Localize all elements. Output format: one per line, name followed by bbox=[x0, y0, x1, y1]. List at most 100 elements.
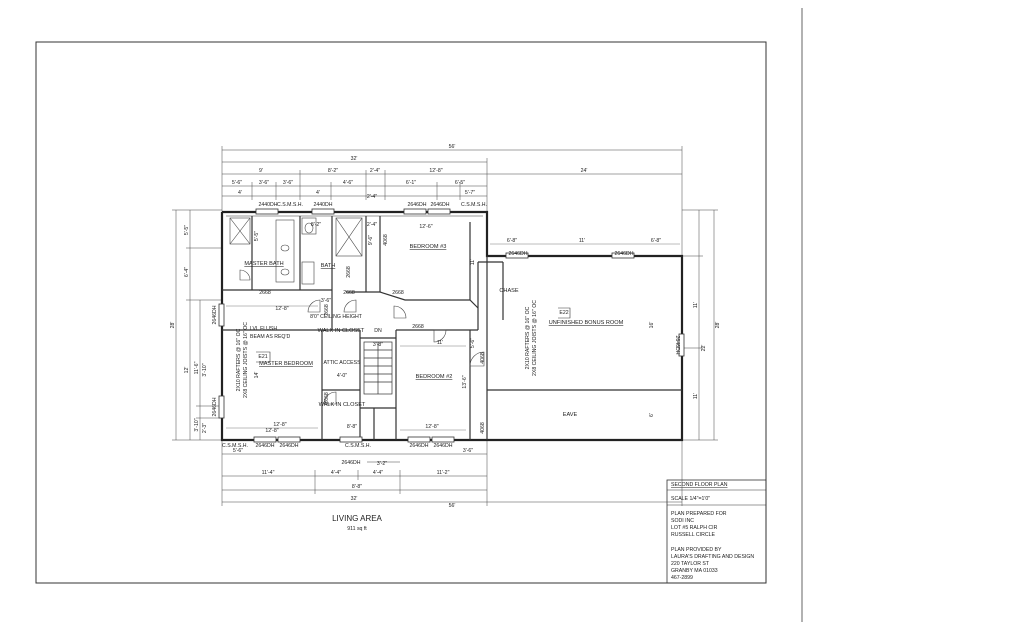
window-label: 2646DH bbox=[212, 305, 218, 324]
bath-fixtures bbox=[229, 217, 363, 285]
door-label: 4068 bbox=[383, 234, 389, 246]
dim-interior-b: 8'-2" bbox=[311, 222, 321, 228]
room-master-bath: MASTER BATH bbox=[244, 261, 283, 267]
dim-right-d: 11' bbox=[693, 393, 699, 399]
door-label: 4068 bbox=[480, 422, 486, 434]
dim-left-e: 11'-6" bbox=[194, 361, 200, 374]
dim-top-o: 2'-4" bbox=[367, 194, 377, 200]
top-dimensions bbox=[221, 146, 683, 256]
dim-top-d: 12'-8" bbox=[429, 168, 442, 174]
dim-interior-p: 5'-6" bbox=[470, 338, 476, 348]
dim-left-d: 12' bbox=[184, 367, 190, 374]
dim-left-a: 5'-5" bbox=[184, 225, 190, 235]
window-label: 2646DH bbox=[430, 202, 449, 208]
dim-top-m: 4' bbox=[238, 190, 242, 196]
dim-top-k: 6'-5" bbox=[455, 180, 465, 186]
window-label: 2646DH bbox=[212, 397, 218, 416]
dim-interior-g: 6'-8" bbox=[651, 238, 661, 244]
dim-top-overall: 56' bbox=[449, 144, 456, 150]
living-area-value: 911 sq ft bbox=[347, 526, 367, 532]
dim-top-g: 3'-6" bbox=[259, 180, 269, 186]
dim-top-a: 9' bbox=[259, 168, 263, 174]
dim-top-c: 2'-4" bbox=[370, 168, 380, 174]
dim-left-h: 2'-3" bbox=[202, 423, 208, 433]
dim-top-p: 12'-6" bbox=[419, 224, 432, 230]
left-dimensions bbox=[172, 209, 222, 441]
door-label: 2668 bbox=[324, 304, 330, 316]
window-label: 2646DH bbox=[433, 443, 452, 449]
window-label: 2646DH bbox=[341, 460, 360, 466]
title-block: SECOND FLOOR PLAN SCALE 1/4"=1'0" PLAN P… bbox=[666, 479, 767, 584]
window-label: 2646DH bbox=[508, 251, 527, 257]
dim-interior-n: 14' bbox=[254, 372, 260, 379]
dim-right-a: 11' bbox=[693, 302, 699, 308]
stair-down-label: DN bbox=[374, 328, 382, 334]
dim-interior-f: 11' bbox=[579, 238, 585, 244]
dim-interior-r: 9'-6" bbox=[368, 235, 374, 245]
dim-interior-k: 12'-8" bbox=[425, 424, 438, 430]
lvl-beam-note-1: LVL FLUSH bbox=[250, 326, 277, 332]
firm-name: LAURA'S DRAFTING AND DESIGN bbox=[671, 554, 754, 560]
town-name: RUSSELL CIRCLE bbox=[671, 532, 715, 538]
interior-dim-lines bbox=[226, 243, 680, 431]
window-label: 2646DH bbox=[409, 443, 428, 449]
window-label: 2440DH bbox=[258, 202, 277, 208]
bottom-dimensions bbox=[221, 440, 683, 506]
room-walk-closet-bottom: WALK IN CLOSET bbox=[319, 402, 366, 408]
exterior-walls bbox=[220, 210, 684, 442]
dim-bottom-c: 11'-4" bbox=[262, 470, 275, 476]
firm-city: GRANBY MA 01033 bbox=[671, 568, 718, 574]
title-block-frame bbox=[666, 479, 767, 584]
dim-interior-i: 11' bbox=[437, 340, 443, 346]
door-label: 4068 bbox=[480, 352, 486, 364]
attic-access-label: ATTIC ACCESS bbox=[323, 360, 361, 366]
window-label: 2646DH bbox=[614, 251, 633, 257]
right-dimensions bbox=[682, 209, 718, 441]
eave-label: EAVE bbox=[563, 412, 578, 418]
dim-top-i: 4'-6" bbox=[343, 180, 353, 186]
attic-access-size: 4'-0" bbox=[337, 373, 347, 379]
dim-interior-h: 12'-8" bbox=[265, 428, 278, 434]
dim-top-main: 32' bbox=[351, 156, 358, 162]
dim-interior-j: 3'-8" bbox=[373, 342, 383, 348]
door-label: 2668 bbox=[412, 324, 424, 330]
dim-bottom-h: 8'-8" bbox=[352, 484, 362, 490]
elevation-tag-e22: E22 bbox=[559, 310, 568, 316]
door-label: 2668 bbox=[343, 290, 355, 296]
dim-interior-m: 8'-8" bbox=[347, 424, 357, 430]
door-label: 2668 bbox=[392, 290, 404, 296]
dim-left-b: 6'-4" bbox=[184, 267, 190, 277]
elevation-arrows bbox=[256, 307, 571, 363]
room-unfinished-bonus: UNFINISHED BONUS ROOM bbox=[549, 320, 624, 326]
elevation-tag-e21: E21 bbox=[258, 354, 267, 360]
drawing-border bbox=[35, 41, 767, 584]
dim-bottom-overall: 56' bbox=[449, 503, 456, 509]
rafters-left-note-2: 2X8 CEILING JOISTS @ 16" OC bbox=[243, 322, 249, 398]
dim-bottom-e: 4'-4" bbox=[373, 470, 383, 476]
window-label: 2646DH bbox=[674, 335, 680, 354]
rafters-right-note-1: 2X10 RAFTERS @ 16" OC bbox=[525, 306, 531, 369]
ceiling-height-note: 8'0" CEILING HEIGHT bbox=[310, 314, 363, 320]
dim-right-c: 28' bbox=[715, 322, 721, 329]
rafters-right-note-2: 2X8 CEILING JOISTS @ 16" OC bbox=[532, 300, 538, 376]
window-label: C.S.M.S.H. bbox=[345, 443, 371, 449]
dim-interior-e: 6'-8" bbox=[507, 238, 517, 244]
dim-bottom-g: 11'-2" bbox=[437, 470, 450, 476]
dim-interior-a: 5'-5" bbox=[254, 231, 260, 241]
dim-left-f: 3'-10" bbox=[202, 363, 208, 376]
lot-address: LOT #5 RALPH CIR bbox=[671, 525, 718, 531]
dim-bottom-f: 3'-2" bbox=[377, 461, 387, 467]
dim-interior-o: 13'-6" bbox=[462, 375, 468, 388]
dim-top-n: 4' bbox=[316, 190, 320, 196]
window-label: 2646DH bbox=[407, 202, 426, 208]
door-label: 2668 bbox=[346, 266, 352, 278]
room-master-bedroom: MASTER BEDROOM bbox=[259, 361, 313, 367]
dim-right-f: 6' bbox=[649, 413, 655, 417]
dim-bottom-d: 4'-4" bbox=[331, 470, 341, 476]
plan-scale: SCALE 1/4"=1'0" bbox=[671, 496, 710, 502]
dim-top-h: 3'-6" bbox=[283, 180, 293, 186]
firm-street: 220 TAYLOR ST bbox=[671, 561, 710, 567]
dim-left-g: 3'-10" bbox=[194, 418, 200, 431]
window-marks bbox=[218, 208, 685, 443]
